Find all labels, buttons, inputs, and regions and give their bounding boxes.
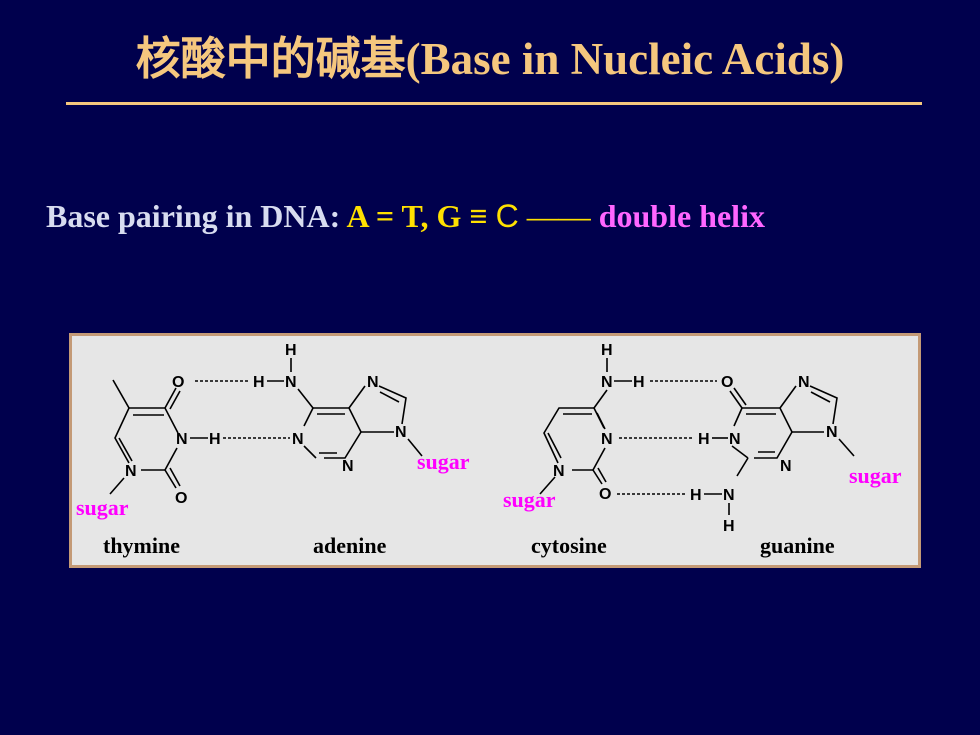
label-adenine: adenine bbox=[313, 533, 387, 558]
thymine-o-top: O bbox=[172, 374, 184, 391]
cytosine-h-top: H bbox=[601, 342, 613, 359]
guanine-six-top bbox=[742, 407, 793, 433]
guanine-o: O bbox=[721, 374, 733, 391]
thymine-o-bottom: O bbox=[175, 490, 187, 507]
guanine-c6-n1 bbox=[733, 407, 743, 427]
adenine-h-top: H bbox=[285, 342, 297, 359]
thymine-n1: N bbox=[125, 463, 137, 480]
title-english: (Base in Nucleic Acids) bbox=[405, 34, 845, 84]
subtitle-pairs: A = T, G ≡ bbox=[346, 198, 496, 234]
guanine-n3: N bbox=[780, 458, 792, 475]
adenine-sugar-bond bbox=[407, 438, 423, 457]
guanine-five-ring bbox=[809, 385, 838, 425]
thymine-h3: H bbox=[209, 431, 221, 448]
adenine-n7: N bbox=[367, 374, 379, 391]
base-pairing-statement: Base pairing in DNA: A = T, G ≡ C —— dou… bbox=[46, 198, 946, 235]
title-chinese: 核酸中的碱基 bbox=[135, 34, 406, 84]
cytosine-sugar-label: sugar bbox=[503, 487, 556, 512]
cytosine-sugar-bond bbox=[539, 476, 556, 495]
thymine-carbonyl-top-2 bbox=[169, 390, 181, 410]
subtitle-double-helix: double helix bbox=[598, 198, 765, 234]
cytosine-structure: H N H N N O sugar bbox=[503, 342, 645, 512]
adenine-c8-double bbox=[379, 391, 400, 403]
thymine-sugar-bond bbox=[109, 477, 125, 495]
adenine-sugar-label: sugar bbox=[417, 449, 470, 474]
guanine-n7: N bbox=[798, 374, 810, 391]
adenine-n1-c2 bbox=[303, 445, 317, 459]
thymine-carbonyl-bottom-2 bbox=[169, 467, 181, 487]
adenine-c5-n7 bbox=[348, 385, 366, 409]
adenine-amino-n: N bbox=[285, 374, 297, 391]
guanine-h2-bottom: H bbox=[723, 518, 735, 535]
title-underline bbox=[66, 102, 922, 105]
label-cytosine: cytosine bbox=[531, 533, 607, 558]
guanine-n1-c2 bbox=[731, 445, 749, 459]
thymine-n3: N bbox=[176, 431, 188, 448]
thymine-sugar-label: sugar bbox=[76, 495, 129, 520]
label-thymine: thymine bbox=[103, 533, 180, 558]
cytosine-c4-n3-double bbox=[596, 412, 606, 430]
cytosine-double-2 bbox=[547, 432, 562, 459]
thymine-double-bond-2 bbox=[118, 437, 133, 462]
guanine-n2: N bbox=[723, 487, 735, 504]
thymine-carbonyl-bottom bbox=[164, 469, 177, 489]
cytosine-amino-n: N bbox=[601, 374, 613, 391]
guanine-c2-n2 bbox=[736, 457, 749, 477]
thymine-structure: O N H N O sugar bbox=[76, 374, 221, 520]
adenine-five-ring bbox=[378, 385, 407, 425]
thymine-carbonyl-top bbox=[164, 387, 177, 409]
page-title: 核酸中的碱基(Base in Nucleic Acids) bbox=[0, 22, 980, 87]
guanine-carbonyl bbox=[729, 390, 743, 409]
cytosine-h-right: H bbox=[633, 374, 645, 391]
guanine-n9: N bbox=[826, 424, 838, 441]
guanine-n1: N bbox=[729, 431, 741, 448]
adenine-n9: N bbox=[395, 424, 407, 441]
cytosine-n1: N bbox=[553, 463, 565, 480]
cytosine-c2-n3 bbox=[592, 447, 606, 471]
adenine-amino-bond bbox=[297, 388, 314, 409]
cytosine-o: O bbox=[599, 486, 611, 503]
guanine-sugar-bond bbox=[838, 438, 855, 457]
subtitle-lead: Base pairing in DNA: bbox=[46, 198, 347, 234]
guanine-structure: O H N N N N H N H sugar bbox=[690, 374, 902, 535]
thymine-ring-left bbox=[114, 407, 179, 464]
cytosine-amino-bond bbox=[593, 389, 608, 409]
adenine-c6-n1 bbox=[303, 407, 314, 427]
guanine-h2-left: H bbox=[690, 487, 702, 504]
thymine-bond-cn bbox=[164, 447, 178, 471]
label-guanine: guanine bbox=[760, 533, 835, 558]
guanine-h1: H bbox=[698, 431, 710, 448]
cytosine-n3: N bbox=[601, 431, 613, 448]
adenine-n1: N bbox=[292, 431, 304, 448]
guanine-sugar-label: sugar bbox=[849, 463, 902, 488]
cytosine-carbonyl-2 bbox=[597, 467, 607, 483]
subtitle-dash: —— bbox=[518, 198, 599, 234]
guanine-c5-n7 bbox=[779, 385, 797, 409]
guanine-c8-double bbox=[810, 391, 831, 403]
base-pair-structures: O N H N O sugar H H N N bbox=[76, 342, 902, 558]
subtitle-c: C bbox=[495, 198, 519, 234]
adenine-n3: N bbox=[342, 458, 354, 475]
cytosine-ring-left bbox=[543, 407, 594, 464]
guanine-six-bottom bbox=[754, 431, 793, 459]
adenine-structure: H H N N N N N sugar bbox=[253, 342, 470, 475]
thymine-methyl bbox=[112, 379, 130, 409]
guanine-carbonyl-2 bbox=[733, 387, 747, 406]
adenine-six-ring bbox=[313, 407, 362, 459]
base-pair-diagram: O N H N O sugar H H N N bbox=[69, 333, 921, 568]
cytosine-carbonyl bbox=[592, 469, 603, 485]
adenine-h-left: H bbox=[253, 374, 265, 391]
